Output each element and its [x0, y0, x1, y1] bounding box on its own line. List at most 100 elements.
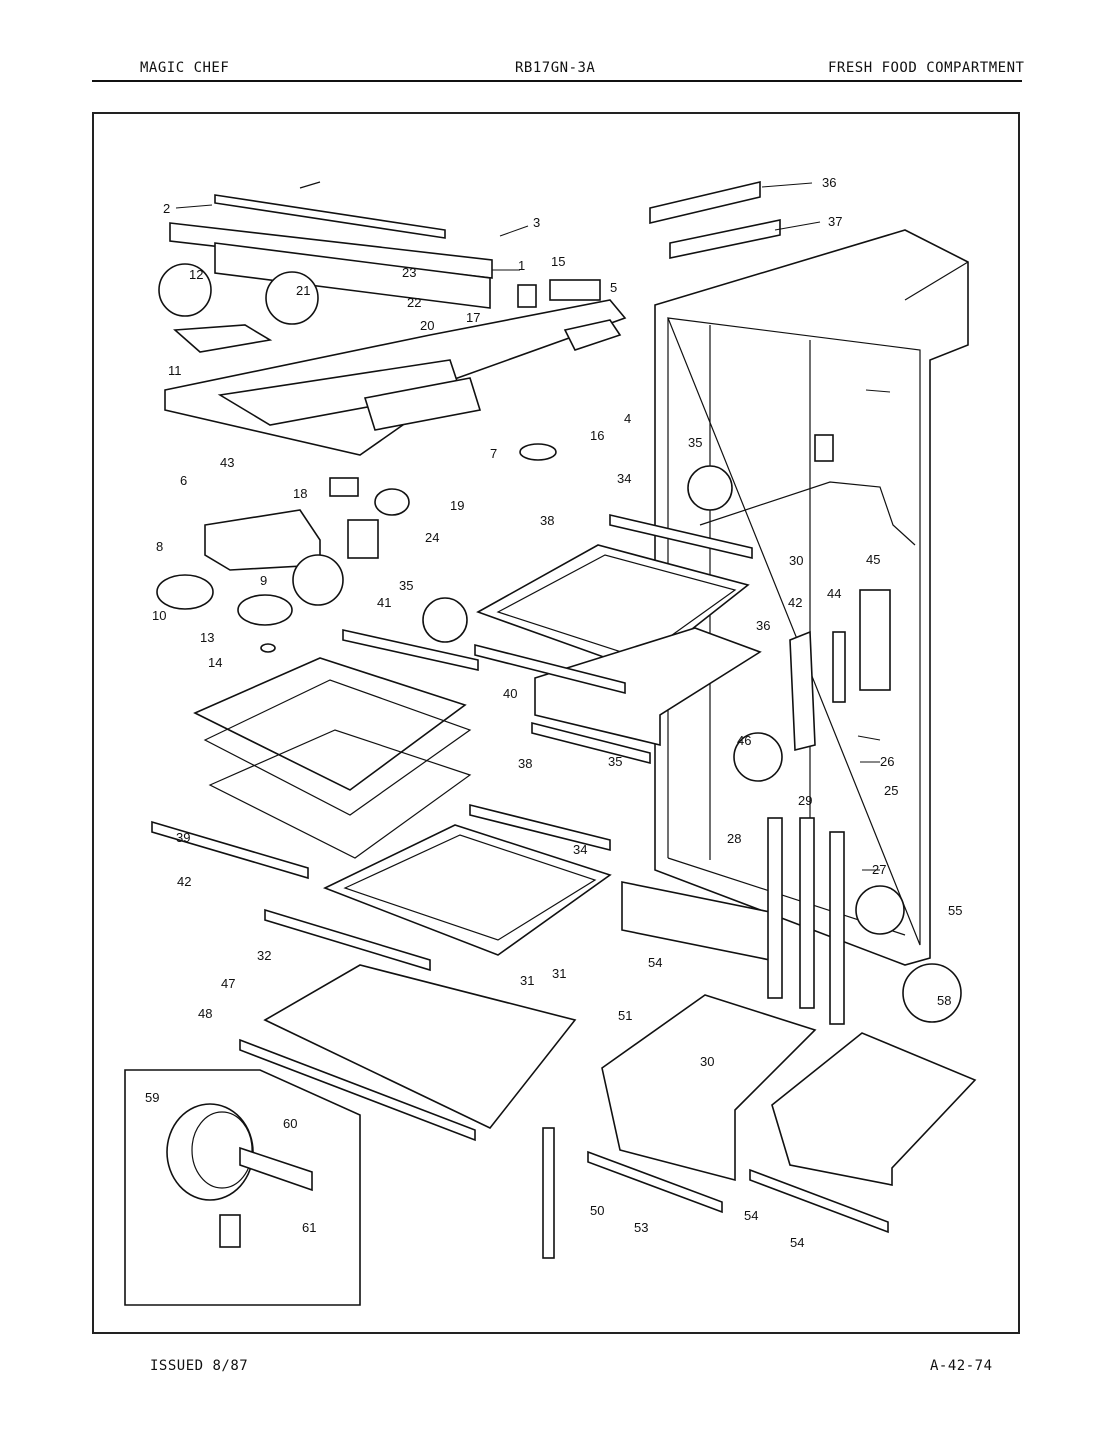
detail-12 — [158, 263, 212, 317]
callout-17: 17 — [466, 310, 480, 325]
crisper-right — [771, 1032, 977, 1186]
callout-47: 42 — [788, 595, 802, 610]
callout-44: 41 — [377, 595, 391, 610]
callout-50: 46 — [737, 733, 751, 748]
callout-54b: 54 — [790, 1235, 804, 1250]
callout-9: 9 — [260, 573, 267, 588]
callout-54a: 53 — [634, 1220, 648, 1235]
callout-41: 38 — [518, 756, 532, 771]
header-section: FRESH FOOD COMPARTMENT — [828, 60, 1025, 76]
callout-33: 32 — [257, 948, 271, 963]
trim-34-upper — [609, 513, 753, 560]
vent-39 — [649, 180, 761, 225]
footer-page-code: A-42-74 — [930, 1358, 993, 1374]
callout-45: 42 — [177, 874, 191, 889]
callout-62: 61 — [302, 1220, 316, 1235]
callout-5: 5 — [610, 280, 617, 295]
callout-8: 8 — [156, 539, 163, 554]
rail-29 — [799, 817, 815, 1009]
callout-55: 51 — [618, 1008, 632, 1023]
callout-28: 28 — [727, 831, 741, 846]
callout-29: 29 — [798, 793, 812, 808]
callout-21: 21 — [296, 283, 310, 298]
switch-18 — [329, 477, 359, 497]
callout-18: 18 — [293, 486, 307, 501]
callout-labels: 2 3 1 12 23 21 22 15 5 20 17 11 4 16 43 … — [145, 175, 962, 1250]
shelf-42 — [193, 657, 472, 859]
header-rule — [92, 80, 1022, 82]
callout-27: 27 — [872, 862, 886, 877]
crisper-drawer-36 — [534, 627, 762, 747]
callout-3: 3 — [533, 215, 540, 230]
callout-11: 11 — [168, 363, 182, 378]
callout-34b: 34 — [573, 842, 587, 857]
callout-42: 39 — [176, 830, 190, 845]
callout-36: 36 — [756, 618, 770, 633]
callout-6: 6 — [180, 473, 187, 488]
callout-34a: 34 — [617, 471, 631, 486]
lamp-19 — [374, 488, 410, 516]
socket-24 — [347, 519, 379, 559]
detail-35-upper — [687, 465, 733, 511]
callout-2: 2 — [163, 201, 170, 216]
trim-54-right — [749, 1168, 889, 1234]
callout-56: 54 — [744, 1208, 758, 1223]
callout-52: 48 — [198, 1006, 212, 1021]
inset-box — [124, 1069, 361, 1306]
callout-19: 19 — [450, 498, 464, 513]
trim-37 — [531, 721, 651, 765]
bracket-11 — [173, 324, 273, 353]
callout-26: 26 — [880, 754, 894, 769]
washer-14 — [260, 643, 276, 653]
callout-30: 30 — [700, 1054, 714, 1069]
callout-39: 36 — [822, 175, 836, 190]
callout-40: 37 — [828, 214, 842, 229]
callout-59: 58 — [937, 993, 951, 1008]
callout-16: 16 — [590, 428, 604, 443]
callout-58: 55 — [948, 903, 962, 918]
callout-49: 45 — [866, 552, 880, 567]
shelf-38 — [476, 544, 750, 671]
diagram-frame — [92, 112, 1020, 1334]
callout-12: 12 — [189, 267, 203, 282]
callout-20: 20 — [420, 318, 434, 333]
callout-35b: 35 — [399, 578, 413, 593]
callout-22: 22 — [407, 295, 421, 310]
callout-51: 47 — [221, 976, 235, 991]
callout-37: 35 — [608, 754, 622, 769]
callout-15: 15 — [551, 254, 565, 269]
callout-48: 44 — [827, 586, 841, 601]
trim-44 — [342, 629, 479, 671]
detail-35-lower — [422, 597, 468, 643]
callout-1: 1 — [518, 258, 525, 273]
trim-43 — [474, 643, 626, 695]
footer-issued: ISSUED 8/87 — [150, 1358, 249, 1374]
control-housing — [164, 279, 627, 456]
callout-31a: 30 — [789, 553, 803, 568]
callout-32: 31 — [520, 973, 534, 988]
callout-10: 10 — [152, 608, 166, 623]
callout-13: 13 — [200, 630, 214, 645]
detail-58 — [855, 885, 905, 935]
trim-52 — [239, 1038, 476, 1142]
knob-10 — [156, 574, 214, 610]
trim-45 — [151, 820, 309, 880]
callout-4: 4 — [624, 411, 631, 426]
detail-50 — [733, 732, 783, 782]
trim-54-left — [587, 1150, 723, 1214]
cabinet-liner — [654, 229, 969, 966]
rod-48 — [832, 631, 846, 703]
header-brand: MAGIC CHEF — [140, 60, 230, 76]
part-53 — [542, 1127, 555, 1259]
wire-shelf-51 — [263, 964, 577, 1129]
callout-43: 40 — [503, 686, 517, 701]
housing-49 — [859, 589, 891, 691]
shelf-32 — [322, 824, 612, 956]
callout-14: 14 — [208, 655, 222, 670]
callout-31b: 31 — [552, 966, 566, 981]
callout-35a: 35 — [688, 435, 702, 450]
damper-15 — [517, 284, 537, 308]
trim-33 — [264, 908, 431, 972]
crisper-55 — [601, 994, 817, 1182]
